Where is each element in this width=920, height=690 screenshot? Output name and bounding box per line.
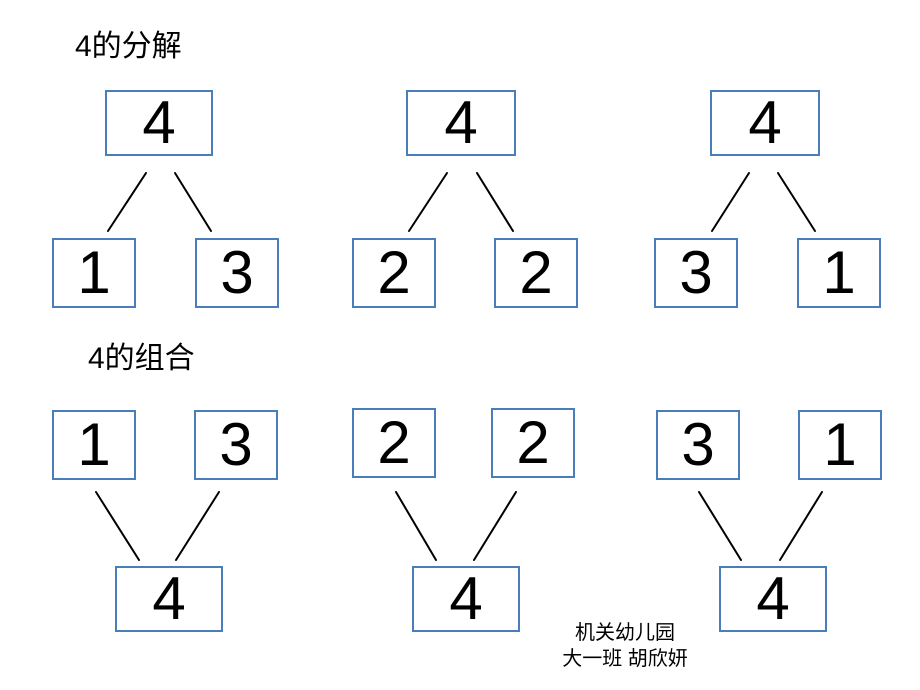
credit: 机关幼儿园 大一班 胡欣妍	[540, 620, 710, 672]
composition-3-left-box: 3	[656, 410, 740, 480]
composition-1-whole-box: 4	[115, 566, 223, 632]
credit-class-name: 大一班 胡欣妍	[562, 648, 688, 670]
composition-title: 4的组合	[88, 342, 195, 375]
decomposition-title: 4的分解	[75, 30, 182, 63]
decomposition-1-left-box: 1	[52, 238, 136, 308]
composition-2-whole-box: 4	[412, 566, 520, 632]
decomposition-3-right-box: 1	[797, 238, 881, 308]
decomposition-1-right-line	[174, 172, 212, 232]
composition-1-right-line	[175, 491, 220, 561]
composition-3-left-line	[698, 491, 742, 561]
decomposition-3-left-line	[711, 172, 750, 232]
composition-1-left-line	[95, 491, 140, 561]
decomposition-2-left-box: 2	[352, 238, 436, 308]
decomposition-2-whole-box: 4	[406, 90, 516, 156]
composition-3-right-line	[779, 491, 823, 561]
composition-2-left-box: 2	[352, 408, 436, 478]
decomposition-1-whole-box: 4	[105, 90, 213, 156]
composition-2-left-line	[395, 491, 437, 561]
decomposition-2-left-line	[408, 172, 448, 232]
decomposition-3-left-box: 3	[654, 238, 738, 308]
composition-3-whole-box: 4	[719, 566, 827, 632]
composition-2-right-box: 2	[491, 408, 575, 478]
decomposition-2-right-box: 2	[494, 238, 578, 308]
decomposition-1-left-line	[107, 172, 147, 232]
decomposition-2-right-line	[476, 172, 514, 232]
credit-school: 机关幼儿园	[575, 622, 675, 644]
composition-2-right-line	[473, 491, 517, 561]
composition-1-left-box: 1	[52, 410, 136, 480]
decomposition-1-right-box: 3	[195, 238, 279, 308]
decomposition-3-whole-box: 4	[710, 90, 820, 156]
composition-1-right-box: 3	[194, 410, 278, 480]
decomposition-3-right-line	[777, 172, 816, 232]
composition-3-right-box: 1	[798, 410, 882, 480]
